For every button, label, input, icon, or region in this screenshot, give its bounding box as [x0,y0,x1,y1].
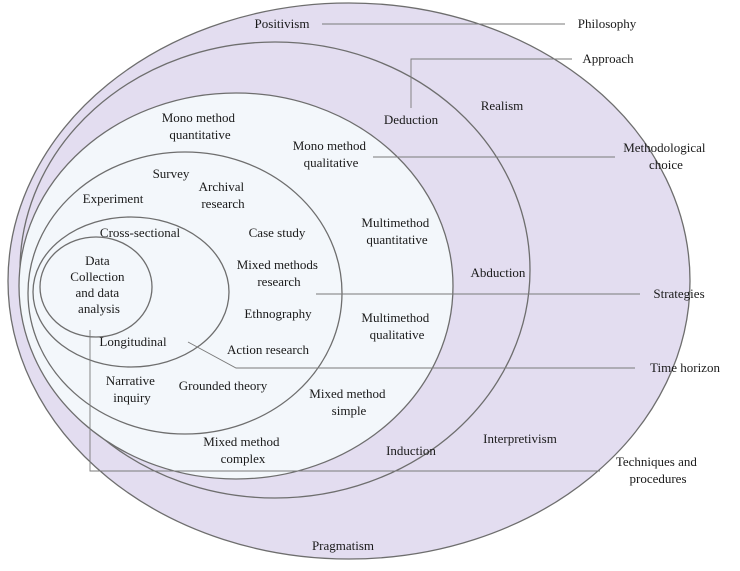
choice-mixed-simple: Mixed method simple [309,386,388,418]
philosophy-positivism: Positivism [255,16,310,31]
layer-time-horizon: Time horizon [650,360,720,375]
techniques-leader [89,330,600,472]
philosophy-realism: Realism [481,98,524,113]
strategy-archival-research: Archival research [199,179,248,211]
choice-mono-qualitative: Mono method qualitative [293,138,370,170]
approach-leader [410,58,572,108]
layer-techniques-procedures: Techniques and procedures [616,454,700,486]
leader-lines [89,23,640,472]
approach-abduction: Abduction [471,265,526,280]
strategy-experiment: Experiment [83,191,144,206]
strategy-survey: Survey [153,166,190,181]
philosophy-pragmatism: Pragmatism [312,538,374,553]
layer-strategies: Strategies [653,286,704,301]
core-data-collection-analysis: Data Collection and data analysis [70,253,127,316]
strategy-case-study: Case study [249,225,306,240]
approach-induction: Induction [386,443,436,458]
strategy-mixed-methods-research: Mixed methods research [237,257,322,289]
time-horizon-leader [187,341,635,369]
strategy-grounded-theory: Grounded theory [179,378,268,393]
layer-approach: Approach [582,51,634,66]
strategy-ethnography: Ethnography [244,306,312,321]
core-ring [39,236,153,338]
choice-mono-quantitative: Mono method quantitative [162,110,239,142]
choice-mixed-complex: Mixed method complex [203,434,282,466]
layer-methodological-choice: Methodological choice [623,140,709,172]
philosophy-interpretivism: Interpretivism [483,431,557,446]
time-longitudinal: Longitudinal [99,334,167,349]
approach-deduction: Deduction [384,112,439,127]
strategy-narrative-inquiry: Narrative inquiry [106,373,158,405]
strategy-action-research: Action research [227,342,309,357]
time-cross-sectional: Cross-sectional [100,225,181,240]
choice-multimethod-qualitative: Multimethod qualitative [361,310,432,342]
layer-philosophy: Philosophy [578,16,637,31]
choice-multimethod-quantitative: Multimethod quantitative [361,215,432,247]
